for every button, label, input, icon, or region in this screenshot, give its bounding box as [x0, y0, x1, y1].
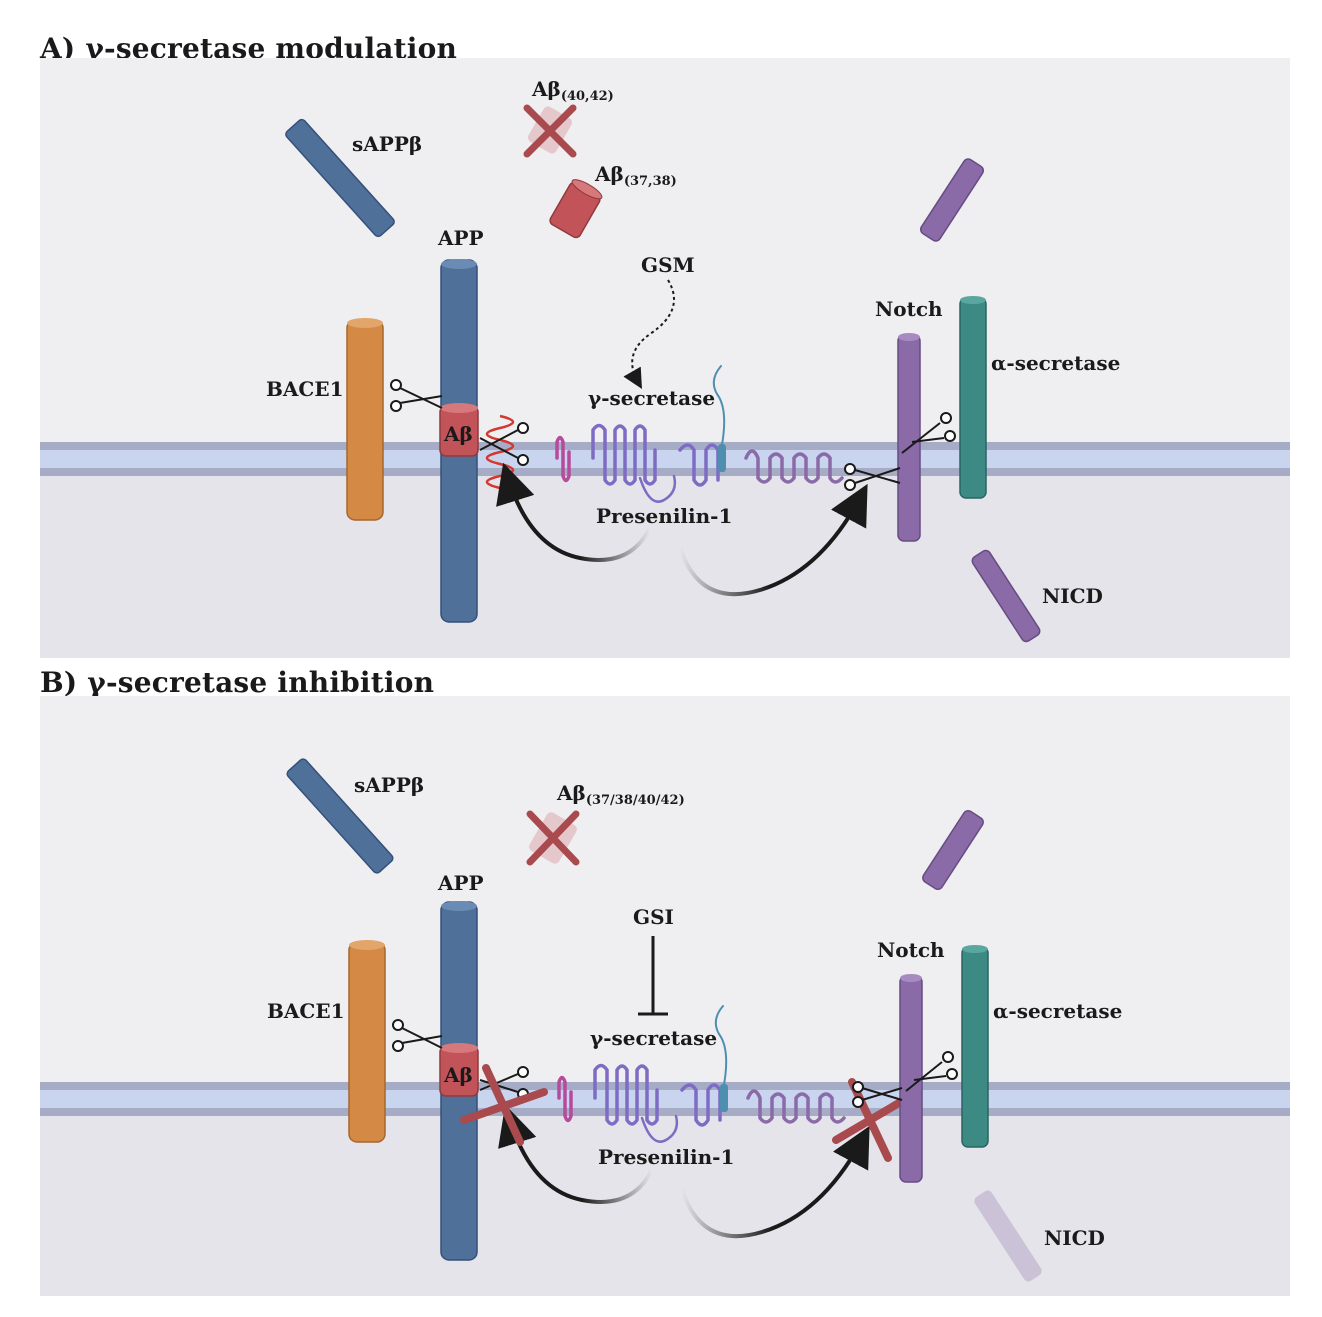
notch-label: Notch	[875, 297, 943, 321]
notch-extracellular-fragment	[922, 809, 984, 891]
scissors-icon	[901, 412, 956, 454]
scissors-icon	[905, 1051, 958, 1092]
notch-extracellular-fragment	[919, 158, 985, 242]
notch-protein	[897, 333, 921, 542]
presenilin-label: Presenilin-1	[598, 1145, 734, 1169]
inhibition-bar-icon	[638, 936, 668, 1016]
cytoplasm	[40, 1106, 1290, 1296]
gsm-label: GSM	[641, 253, 695, 277]
alpha-secretase-protein	[959, 296, 987, 499]
alpha-secretase-label: α-secretase	[993, 999, 1122, 1023]
bace1-protein	[346, 318, 384, 521]
abeta-37-38-label: Aβ(37,38)	[594, 162, 677, 189]
notch-label: Notch	[877, 938, 945, 962]
abeta-membrane-label: Aβ	[443, 422, 473, 446]
cross-icon	[526, 810, 580, 866]
cell-membrane	[40, 442, 1290, 476]
cross-icon	[523, 104, 577, 158]
cytoplasm	[40, 468, 1290, 658]
scissors-icon	[852, 1081, 903, 1108]
bace1-label: BACE1	[266, 377, 344, 401]
alpha-secretase-protein	[961, 945, 989, 1148]
notch-protein	[899, 974, 923, 1183]
cross-icon	[832, 1078, 908, 1162]
curved-arrow-icon	[496, 462, 652, 562]
nicd-fragment	[974, 1190, 1042, 1282]
curved-arrow-icon	[498, 1104, 654, 1204]
gsi-label: GSI	[633, 905, 674, 929]
app-label: APP	[437, 871, 484, 895]
app-label: APP	[437, 226, 484, 250]
abeta-37-38-peptide	[549, 179, 603, 239]
bace1-label: BACE1	[267, 999, 345, 1023]
panel-a-diagram: sAPPβ Aβ(40,42) Aβ(37,38) APP Aβ BACE1	[40, 58, 1290, 658]
sappb-label: sAPPβ	[354, 773, 424, 797]
panel-b-diagram: sAPPβ Aβ(37/38/40/42) APP Aβ BACE1	[40, 696, 1290, 1296]
cross-icon	[460, 1064, 548, 1146]
curved-arrow-icon	[678, 483, 868, 597]
presenilin-1-complex	[557, 1005, 846, 1143]
scissors-icon	[844, 463, 901, 491]
bace1-protein	[348, 940, 386, 1143]
nicd-label: NICD	[1044, 1226, 1105, 1250]
presenilin-label: Presenilin-1	[596, 504, 732, 528]
panel-b-title: B) γ-secretase inhibition	[40, 666, 435, 699]
gsm-dotted-arrow	[623, 279, 675, 389]
gamma-secretase-label: γ-secretase	[590, 1026, 717, 1050]
abeta-membrane-segment	[439, 1043, 479, 1097]
nicd-label: NICD	[1042, 584, 1103, 608]
abeta-40-42-label: Aβ(40,42)	[531, 77, 614, 104]
scissors-icon	[479, 422, 529, 466]
sappb-label: sAPPβ	[352, 132, 422, 156]
cell-membrane	[40, 1082, 1290, 1116]
abeta-membrane-segment	[439, 403, 479, 457]
abeta-membrane-label: Aβ	[443, 1063, 473, 1087]
scissors-icon	[390, 379, 443, 412]
abeta-37-38-40-42-label: Aβ(37/38/40/42)	[556, 781, 685, 808]
presenilin-1-complex	[555, 365, 844, 503]
gamma-secretase-label: γ-secretase	[588, 386, 715, 410]
curved-arrow-icon	[680, 1125, 870, 1239]
nicd-fragment	[971, 549, 1041, 643]
sappb-fragment	[286, 758, 394, 874]
scissors-icon	[392, 1019, 443, 1052]
sappb-fragment	[285, 118, 395, 238]
alpha-secretase-label: α-secretase	[991, 351, 1120, 375]
